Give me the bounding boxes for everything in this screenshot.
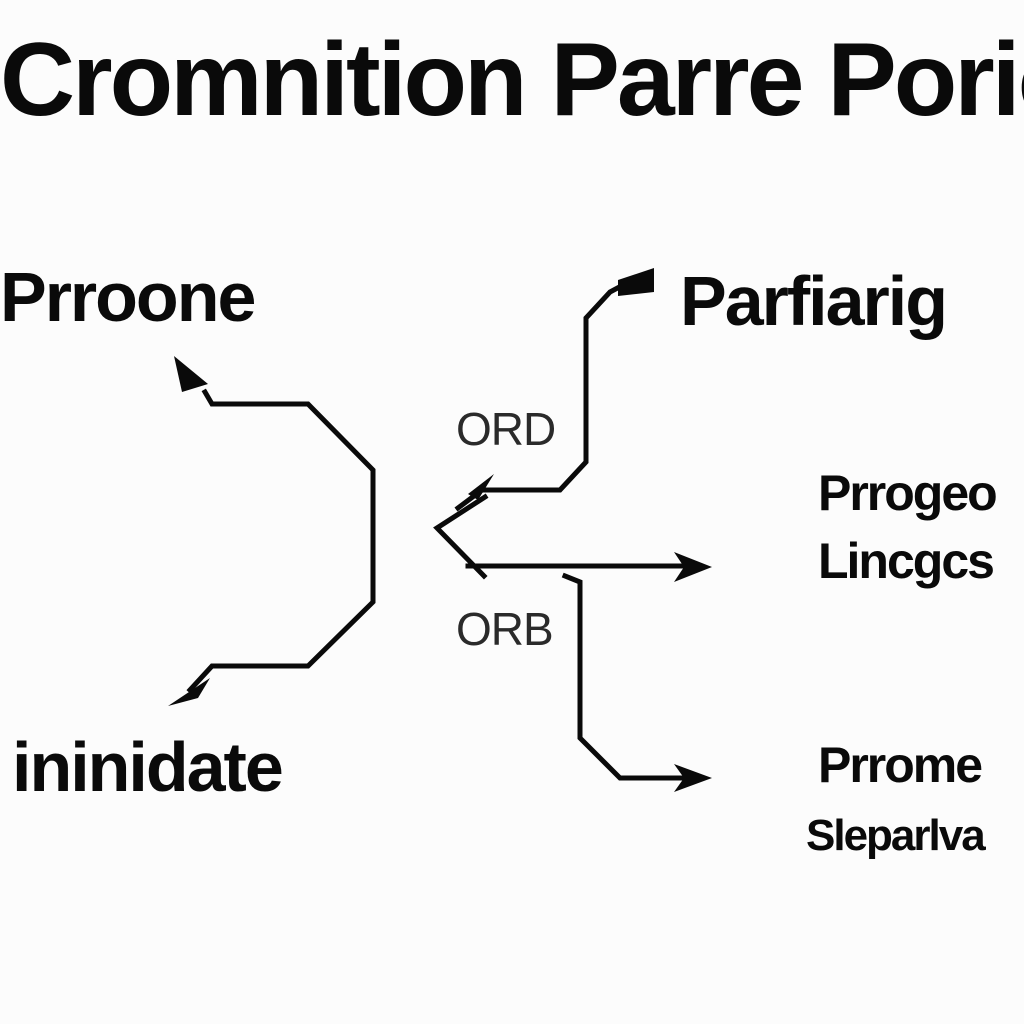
node-bottom-right-line2: Sleparlva [806, 811, 986, 860]
arrowhead-center-right-icon [674, 552, 712, 582]
node-mid-right-line2: Lincgcs [818, 533, 995, 589]
flag-top-right-icon [618, 268, 654, 296]
arrowhead-bottom-left-icon [168, 678, 210, 706]
diagram-title: Cromnition Parre Porion [0, 28, 1024, 132]
node-mid-right-line1: Prrogeo [818, 465, 998, 521]
center-chevron [433, 493, 489, 580]
node-top-right: Parfiarig [680, 262, 948, 340]
arrowhead-upper-junction-icon [468, 474, 494, 500]
arrowhead-bottom-right-icon [674, 764, 712, 792]
junction-label-upper: ORD [456, 403, 556, 455]
junction-label-lower: ORB [456, 603, 554, 655]
node-bottom-left: ininidate [12, 728, 284, 806]
node-top-left: Prroone [0, 258, 256, 336]
lower-connector [561, 572, 693, 781]
node-bottom-right-line1: Prrome [818, 737, 983, 793]
arrowhead-top-left-icon [174, 356, 208, 392]
left-bracket-connector [186, 388, 376, 694]
upper-right-connector [454, 272, 644, 512]
